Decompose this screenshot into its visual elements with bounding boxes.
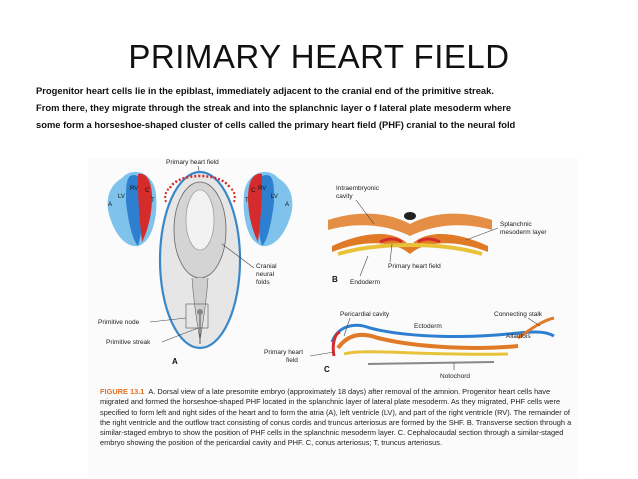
slide-title: PRIMARY HEART FIELD [128, 38, 510, 75]
label-pericardial-cavity: Pericardial cavity [340, 311, 390, 318]
label-folds: folds [256, 279, 270, 286]
caption-text: A. Dorsal view of a late presomite embry… [100, 387, 572, 448]
intro-line-3: some form a horseshoe-shaped cluster of … [36, 119, 516, 130]
right-label-lv: LV [271, 194, 278, 200]
left-label-lv: LV [118, 194, 125, 200]
caption-label: FIGURE 13.1 [100, 387, 145, 396]
label-endoderm: Endoderm [350, 279, 380, 286]
panel-b-section: Intraembryonic cavity Splanchnic mesoder… [328, 185, 547, 286]
right-heart-field-schematic: T C RV LV A [243, 171, 293, 247]
label-ectoderm: Ectoderm [414, 323, 442, 330]
right-label-c: C [251, 188, 256, 194]
label-primary-heart-field-b: Primary heart field [388, 263, 441, 270]
label-intraembryonic: Intraembryonic [336, 185, 380, 192]
right-label-a: A [285, 202, 289, 208]
panel-c-section: Pericardial cavity Connecting stalk Ecto… [264, 311, 555, 380]
label-primitive-streak: Primitive streak [106, 339, 151, 346]
label-splanchnic: Splanchnic [500, 221, 533, 228]
right-label-t: T [245, 198, 249, 204]
label-connecting-stalk: Connecting stalk [494, 311, 543, 318]
label-mesoderm-layer: mesoderm layer [500, 229, 547, 236]
label-notochord: Notochord [440, 373, 470, 380]
left-label-c: C [145, 188, 150, 194]
label-primary-heart-field-a: Primary heart field [166, 159, 219, 166]
panel-c-letter: C [324, 365, 330, 374]
label-primitive-node: Primitive node [98, 319, 140, 326]
label-field: field [286, 357, 298, 364]
left-heart-field-schematic: A LV RV C T [107, 171, 157, 247]
figure-illustration: A LV RV C T T C RV LV A Primary heart fi… [98, 159, 555, 380]
figure-13-1: A LV RV C T T C RV LV A Primary heart fi… [88, 158, 578, 478]
intro-line-2: From there, they migrate through the str… [36, 102, 512, 113]
panel-a-letter: A [172, 357, 178, 366]
label-primary-heart: Primary heart [264, 349, 303, 356]
panel-b-letter: B [332, 275, 338, 284]
panel-a-embryo: Primary heart field Cranial neural folds… [98, 159, 277, 366]
label-neural: neural [256, 271, 275, 278]
left-label-a: A [108, 202, 112, 208]
intro-line-1: Progenitor heart cells lie in the epibla… [36, 85, 494, 96]
label-allantois: Allantois [506, 333, 531, 340]
label-cavity: cavity [336, 193, 353, 200]
right-label-rv: RV [258, 186, 266, 192]
intro-paragraph: Progenitor heart cells lie in the epibla… [36, 82, 606, 133]
left-label-t: T [151, 198, 155, 204]
label-cranial: Cranial [256, 263, 277, 270]
left-label-rv: RV [130, 186, 138, 192]
